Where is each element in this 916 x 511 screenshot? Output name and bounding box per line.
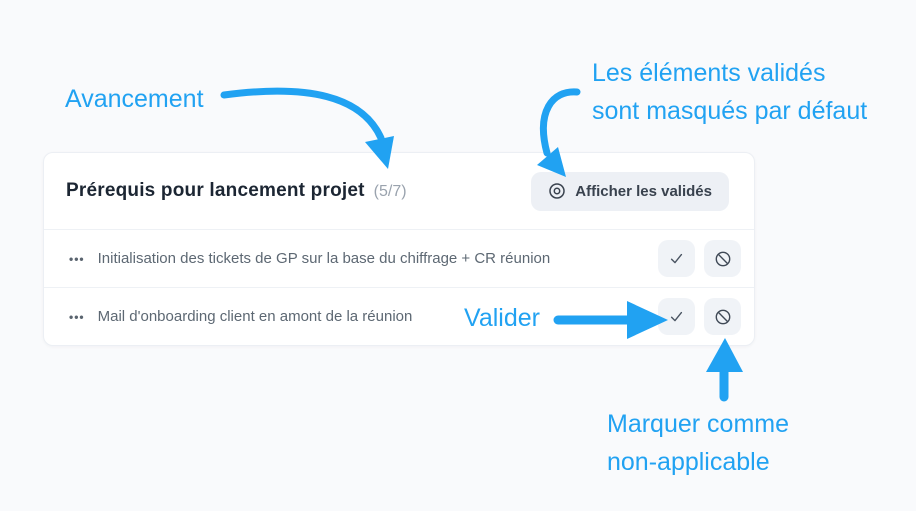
checklist-header: Prérequis pour lancement projet (5/7) Af… — [44, 153, 754, 230]
eye-icon — [548, 182, 566, 200]
task-label: Mail d'onboarding client en amont de la … — [97, 308, 413, 325]
show-validated-button[interactable]: Afficher les validés — [531, 171, 729, 211]
check-icon — [668, 308, 685, 325]
checklist-title-row: Prérequis pour lancement projet (5/7) — [66, 180, 407, 202]
annotation-hidden-validated: Les éléments validés sont masqués par dé… — [592, 54, 867, 130]
progress-counter: (5/7) — [373, 183, 407, 200]
task-row: ••• Initialisation des tickets de GP sur… — [44, 230, 754, 288]
show-validated-label: Afficher les validés — [575, 182, 712, 200]
not-applicable-button[interactable] — [704, 298, 741, 335]
checklist-title: Prérequis pour lancement projet — [66, 180, 365, 201]
annotation-hidden-line1: Les éléments validés — [592, 59, 826, 87]
task-actions — [658, 240, 741, 277]
annotation-na-line1: Marquer comme — [607, 410, 789, 438]
annotation-not-applicable: Marquer comme non-applicable — [607, 405, 789, 481]
task-label: Initialisation des tickets de GP sur la … — [97, 250, 551, 267]
checklist-card: Prérequis pour lancement projet (5/7) Af… — [43, 152, 755, 346]
validate-button[interactable] — [658, 240, 695, 277]
ban-icon — [714, 308, 732, 326]
validate-button[interactable] — [658, 298, 695, 335]
annotation-na-line2: non-applicable — [607, 448, 770, 476]
annotation-valider: Valider — [464, 304, 540, 332]
not-applicable-arrow — [706, 338, 743, 402]
task-actions — [658, 298, 741, 335]
dots-handle-icon[interactable]: ••• — [69, 309, 85, 324]
check-icon — [668, 250, 685, 267]
annotation-avancement: Avancement — [65, 85, 204, 113]
task-row: ••• Mail d'onboarding client en amont de… — [44, 288, 754, 345]
annotation-hidden-line2: sont masqués par défaut — [592, 97, 868, 125]
not-applicable-button[interactable] — [704, 240, 741, 277]
dots-handle-icon[interactable]: ••• — [69, 251, 85, 266]
ban-icon — [714, 250, 732, 268]
